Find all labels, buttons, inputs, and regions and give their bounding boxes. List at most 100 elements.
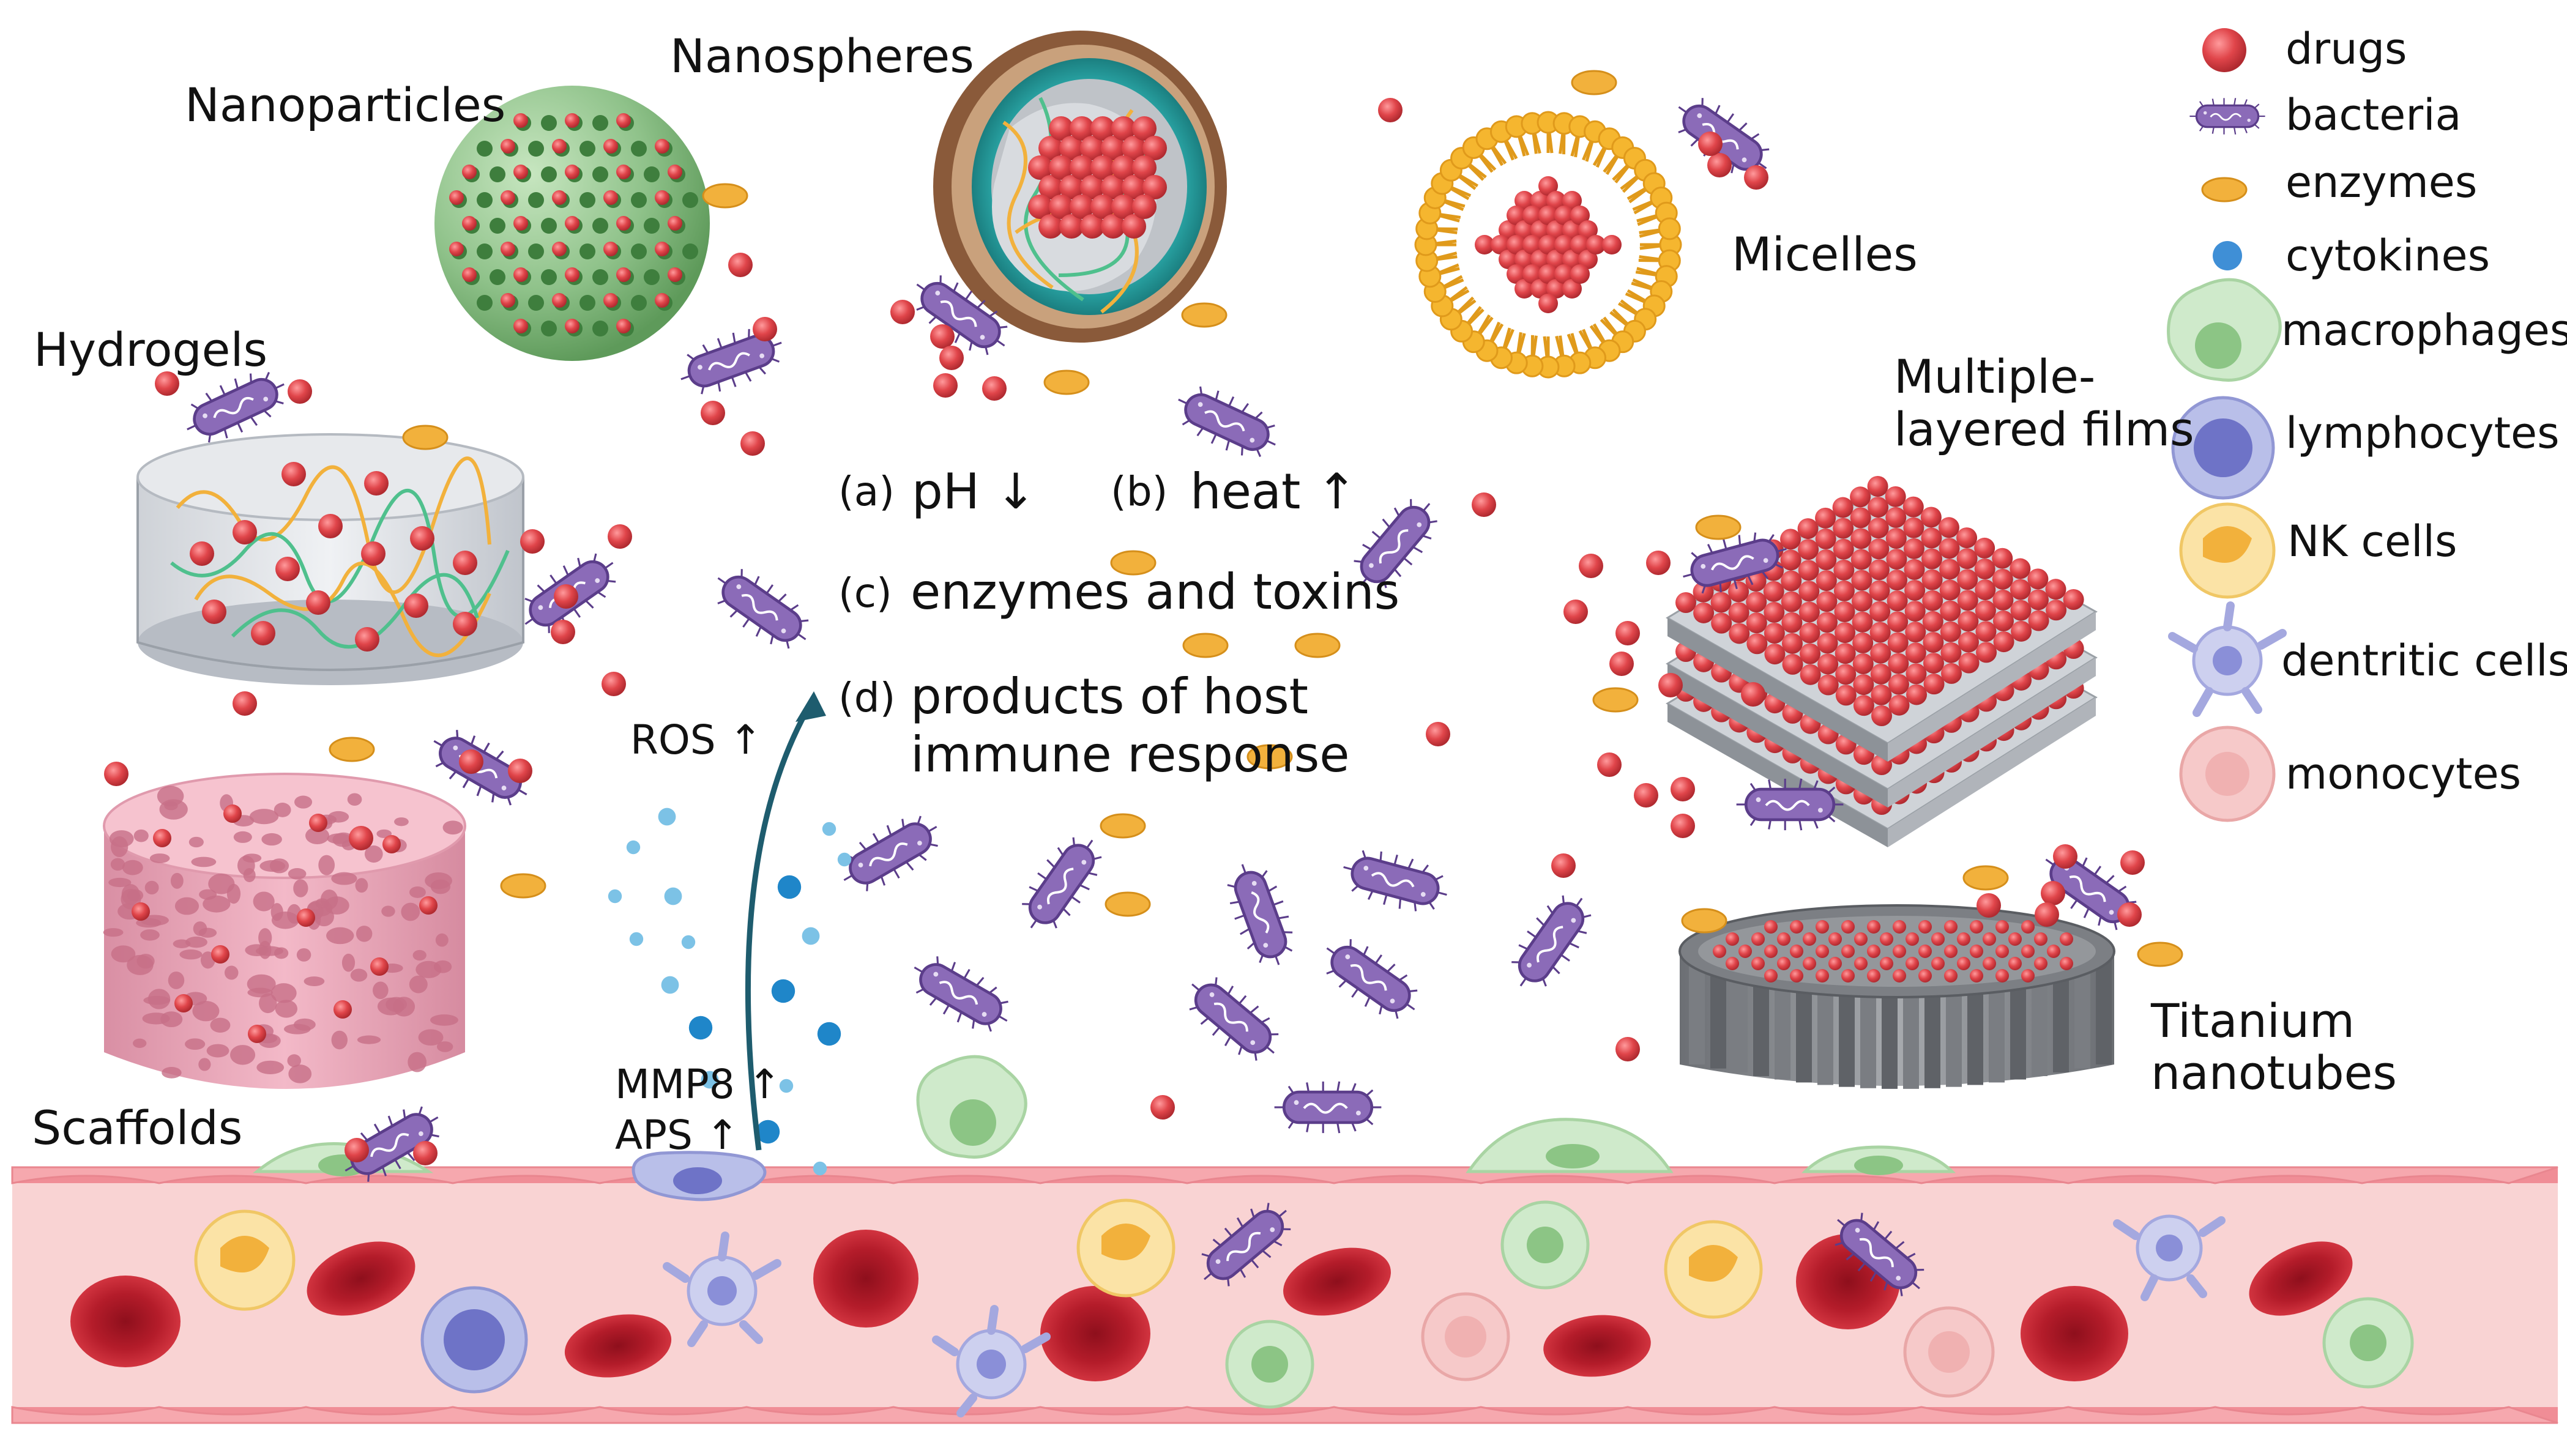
drug-icon	[1906, 932, 1919, 946]
drug-icon	[982, 376, 1007, 401]
drug-icon	[1853, 674, 1874, 696]
rbc-icon	[564, 1314, 672, 1378]
legend	[2167, 28, 2287, 822]
marker-mmp8: MMP8 ↑	[615, 1061, 781, 1108]
drug-icon	[1904, 580, 1926, 601]
drug-icon	[1563, 600, 1588, 624]
legend-label-lymphocytes: lymphocytes	[2286, 408, 2560, 458]
drug-icon	[1903, 517, 1924, 538]
drug-icon	[1038, 136, 1063, 160]
drug-icon	[233, 691, 257, 716]
drug-icon	[1059, 136, 1084, 160]
drug-icon	[1869, 601, 1891, 622]
cytokine-icon	[777, 875, 802, 899]
drug-icon	[1939, 538, 1960, 559]
macrophage-icon	[916, 1055, 1027, 1159]
drug-icon	[1880, 932, 1893, 946]
drug-icon	[1491, 235, 1510, 254]
drug-icon	[459, 749, 483, 774]
drug-icon	[1122, 214, 1146, 239]
drug-icon	[1992, 548, 2013, 569]
drug-icon	[1609, 652, 1634, 676]
monocyte-icon	[1421, 1292, 1510, 1381]
drug-icon	[1887, 570, 1908, 591]
drug-icon	[1975, 600, 1996, 622]
drug-icon	[1579, 554, 1603, 578]
legend-label-drugs: drugs	[2286, 24, 2407, 74]
drug-icon	[1530, 279, 1550, 299]
drug-icon	[1507, 264, 1526, 284]
condition-b-letter: (b)	[1111, 468, 1168, 515]
drug-icon	[1038, 175, 1063, 199]
drug-icon	[1841, 969, 1855, 982]
drug-icon	[1781, 591, 1802, 612]
drug-icon	[1956, 527, 1978, 549]
drug-icon	[1597, 752, 1622, 777]
drug-icon	[1671, 814, 1695, 838]
drug-icon	[1885, 507, 1907, 528]
drug-icon	[1751, 932, 1765, 946]
drug-icon	[1871, 705, 1892, 726]
drug-icon	[668, 267, 682, 282]
drug-icon	[2010, 600, 2032, 621]
drug-icon	[345, 1138, 369, 1162]
drug-icon	[1028, 195, 1053, 219]
drug-icon	[1923, 632, 1944, 653]
drug-icon	[1746, 612, 1767, 634]
nk-cell-icon	[1664, 1220, 1763, 1319]
drug-icon	[1905, 622, 1926, 643]
drug-icon	[1615, 621, 1640, 645]
drug-icon	[1887, 590, 1908, 612]
drug-icon	[1554, 264, 1574, 284]
drug-icon	[364, 471, 389, 496]
enzyme-icon	[329, 737, 375, 762]
cytokine-icon	[608, 889, 622, 904]
lymphocyte-icon	[420, 1286, 528, 1394]
drug-icon	[1546, 250, 1566, 269]
enzyme-icon	[1962, 865, 2009, 891]
drug-icon	[1090, 155, 1115, 180]
drug-icon	[1851, 570, 1872, 591]
drug-icon	[1803, 932, 1816, 946]
drug-icon	[1142, 175, 1167, 199]
condition-d-line1: products of host	[911, 668, 1309, 725]
drug-icon	[753, 317, 777, 341]
drug-icon	[1886, 549, 1907, 570]
marker-aps: APS ↑	[615, 1112, 740, 1159]
drug-icon	[1816, 549, 1837, 570]
drug-icon	[190, 541, 214, 566]
drug-icon	[1992, 589, 2014, 611]
drug-icon	[655, 139, 669, 154]
drug-icon	[1530, 250, 1550, 269]
drug-icon	[603, 190, 618, 205]
drug-icon	[1939, 559, 1961, 580]
drug-icon	[1059, 214, 1084, 239]
drug-icon	[616, 113, 631, 128]
drug-icon	[1992, 611, 2014, 631]
drug-icon	[1059, 175, 1084, 199]
drug-icon	[1499, 250, 1518, 269]
drug-icon	[1538, 235, 1558, 254]
drug-icon	[552, 190, 567, 205]
drug-icon	[933, 373, 958, 398]
loose-enzymes	[329, 70, 2183, 967]
rbc-icon	[1283, 1247, 1391, 1316]
marker-ros: ROS ↑	[630, 716, 762, 763]
drug-icon	[1803, 957, 1816, 970]
drug-icon	[501, 139, 515, 154]
drug-icon	[1728, 581, 1749, 603]
drug-icon	[1790, 969, 1803, 982]
drug-icon	[668, 216, 682, 231]
legend-label-dendritic-cells: dentritic cells	[2281, 636, 2567, 686]
drug-icon	[603, 242, 618, 256]
drug-icon	[1835, 643, 1856, 664]
drug-icon	[1852, 632, 1874, 653]
drug-icon	[1880, 957, 1893, 970]
label-titanium-line1: Titanium	[2151, 994, 2355, 1048]
drug-icon	[1852, 611, 1873, 633]
drug-icon	[1551, 853, 1576, 878]
drug-icon	[1970, 969, 1983, 982]
drug-icon	[890, 300, 915, 324]
drug-icon	[1798, 601, 1820, 623]
